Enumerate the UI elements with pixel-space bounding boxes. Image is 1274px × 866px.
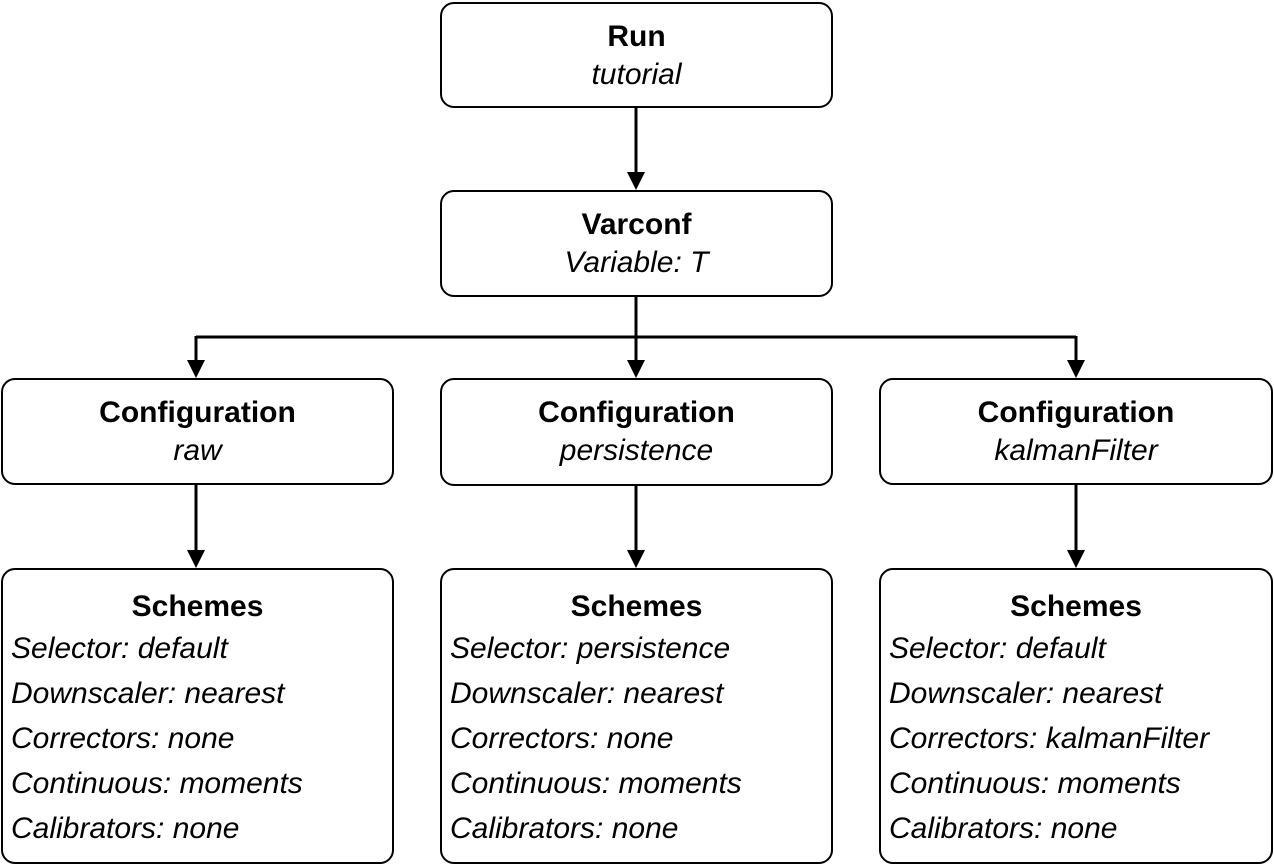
varconf-node: Varconf Variable: T [440,190,833,297]
arrowhead-config-raw-to-schemes [187,550,205,568]
configuration-subtitle: kalmanFilter [994,434,1158,467]
arrowhead-run-to-varconf [627,172,645,190]
arrowhead-config-persistence-to-schemes [627,550,645,568]
arrowhead-branch-to-config-kalman [1067,360,1085,378]
arrowhead-branch-to-config-raw [187,360,205,378]
run-title: Run [607,20,666,53]
scheme-selector: Selector: persistence [450,632,731,665]
schemes-node-raw: Schemes Selector: default Downscaler: ne… [1,568,394,864]
configuration-node-raw: Configuration raw [1,378,394,485]
configuration-title: Configuration [99,396,296,429]
scheme-selector: Selector: default [11,632,228,665]
arrowhead-config-kalman-to-schemes [1067,550,1085,568]
scheme-correctors: Correctors: none [450,722,674,755]
scheme-selector: Selector: default [889,632,1106,665]
schemes-node-kalmanfilter: Schemes Selector: default Downscaler: ne… [879,568,1273,864]
configuration-title: Configuration [538,396,735,429]
scheme-downscaler: Downscaler: nearest [450,677,724,710]
configuration-node-kalmanfilter: Configuration kalmanFilter [879,378,1273,485]
scheme-continuous: Continuous: moments [450,767,742,800]
scheme-continuous: Continuous: moments [11,767,303,800]
schemes-title: Schemes [570,590,703,623]
varconf-title: Varconf [581,208,692,241]
configuration-subtitle: persistence [559,434,714,467]
arrowhead-branch-to-config-persistence [627,360,645,378]
configuration-node-persistence: Configuration persistence [440,378,833,486]
scheme-calibrators: Calibrators: none [11,812,240,845]
configuration-subtitle: raw [173,434,222,467]
scheme-downscaler: Downscaler: nearest [889,677,1163,710]
scheme-correctors: Correctors: kalmanFilter [889,722,1210,755]
run-subtitle: tutorial [591,58,682,91]
scheme-calibrators: Calibrators: none [450,812,679,845]
run-node: Run tutorial [440,2,833,108]
varconf-subtitle: Variable: T [564,246,709,279]
schemes-title: Schemes [1010,590,1142,623]
scheme-continuous: Continuous: moments [889,767,1181,800]
scheme-correctors: Correctors: none [11,722,235,755]
schemes-node-persistence: Schemes Selector: persistence Downscaler… [440,568,833,864]
scheme-calibrators: Calibrators: none [889,812,1118,845]
configuration-title: Configuration [977,396,1175,429]
scheme-downscaler: Downscaler: nearest [11,677,285,710]
schemes-title: Schemes [131,590,264,623]
